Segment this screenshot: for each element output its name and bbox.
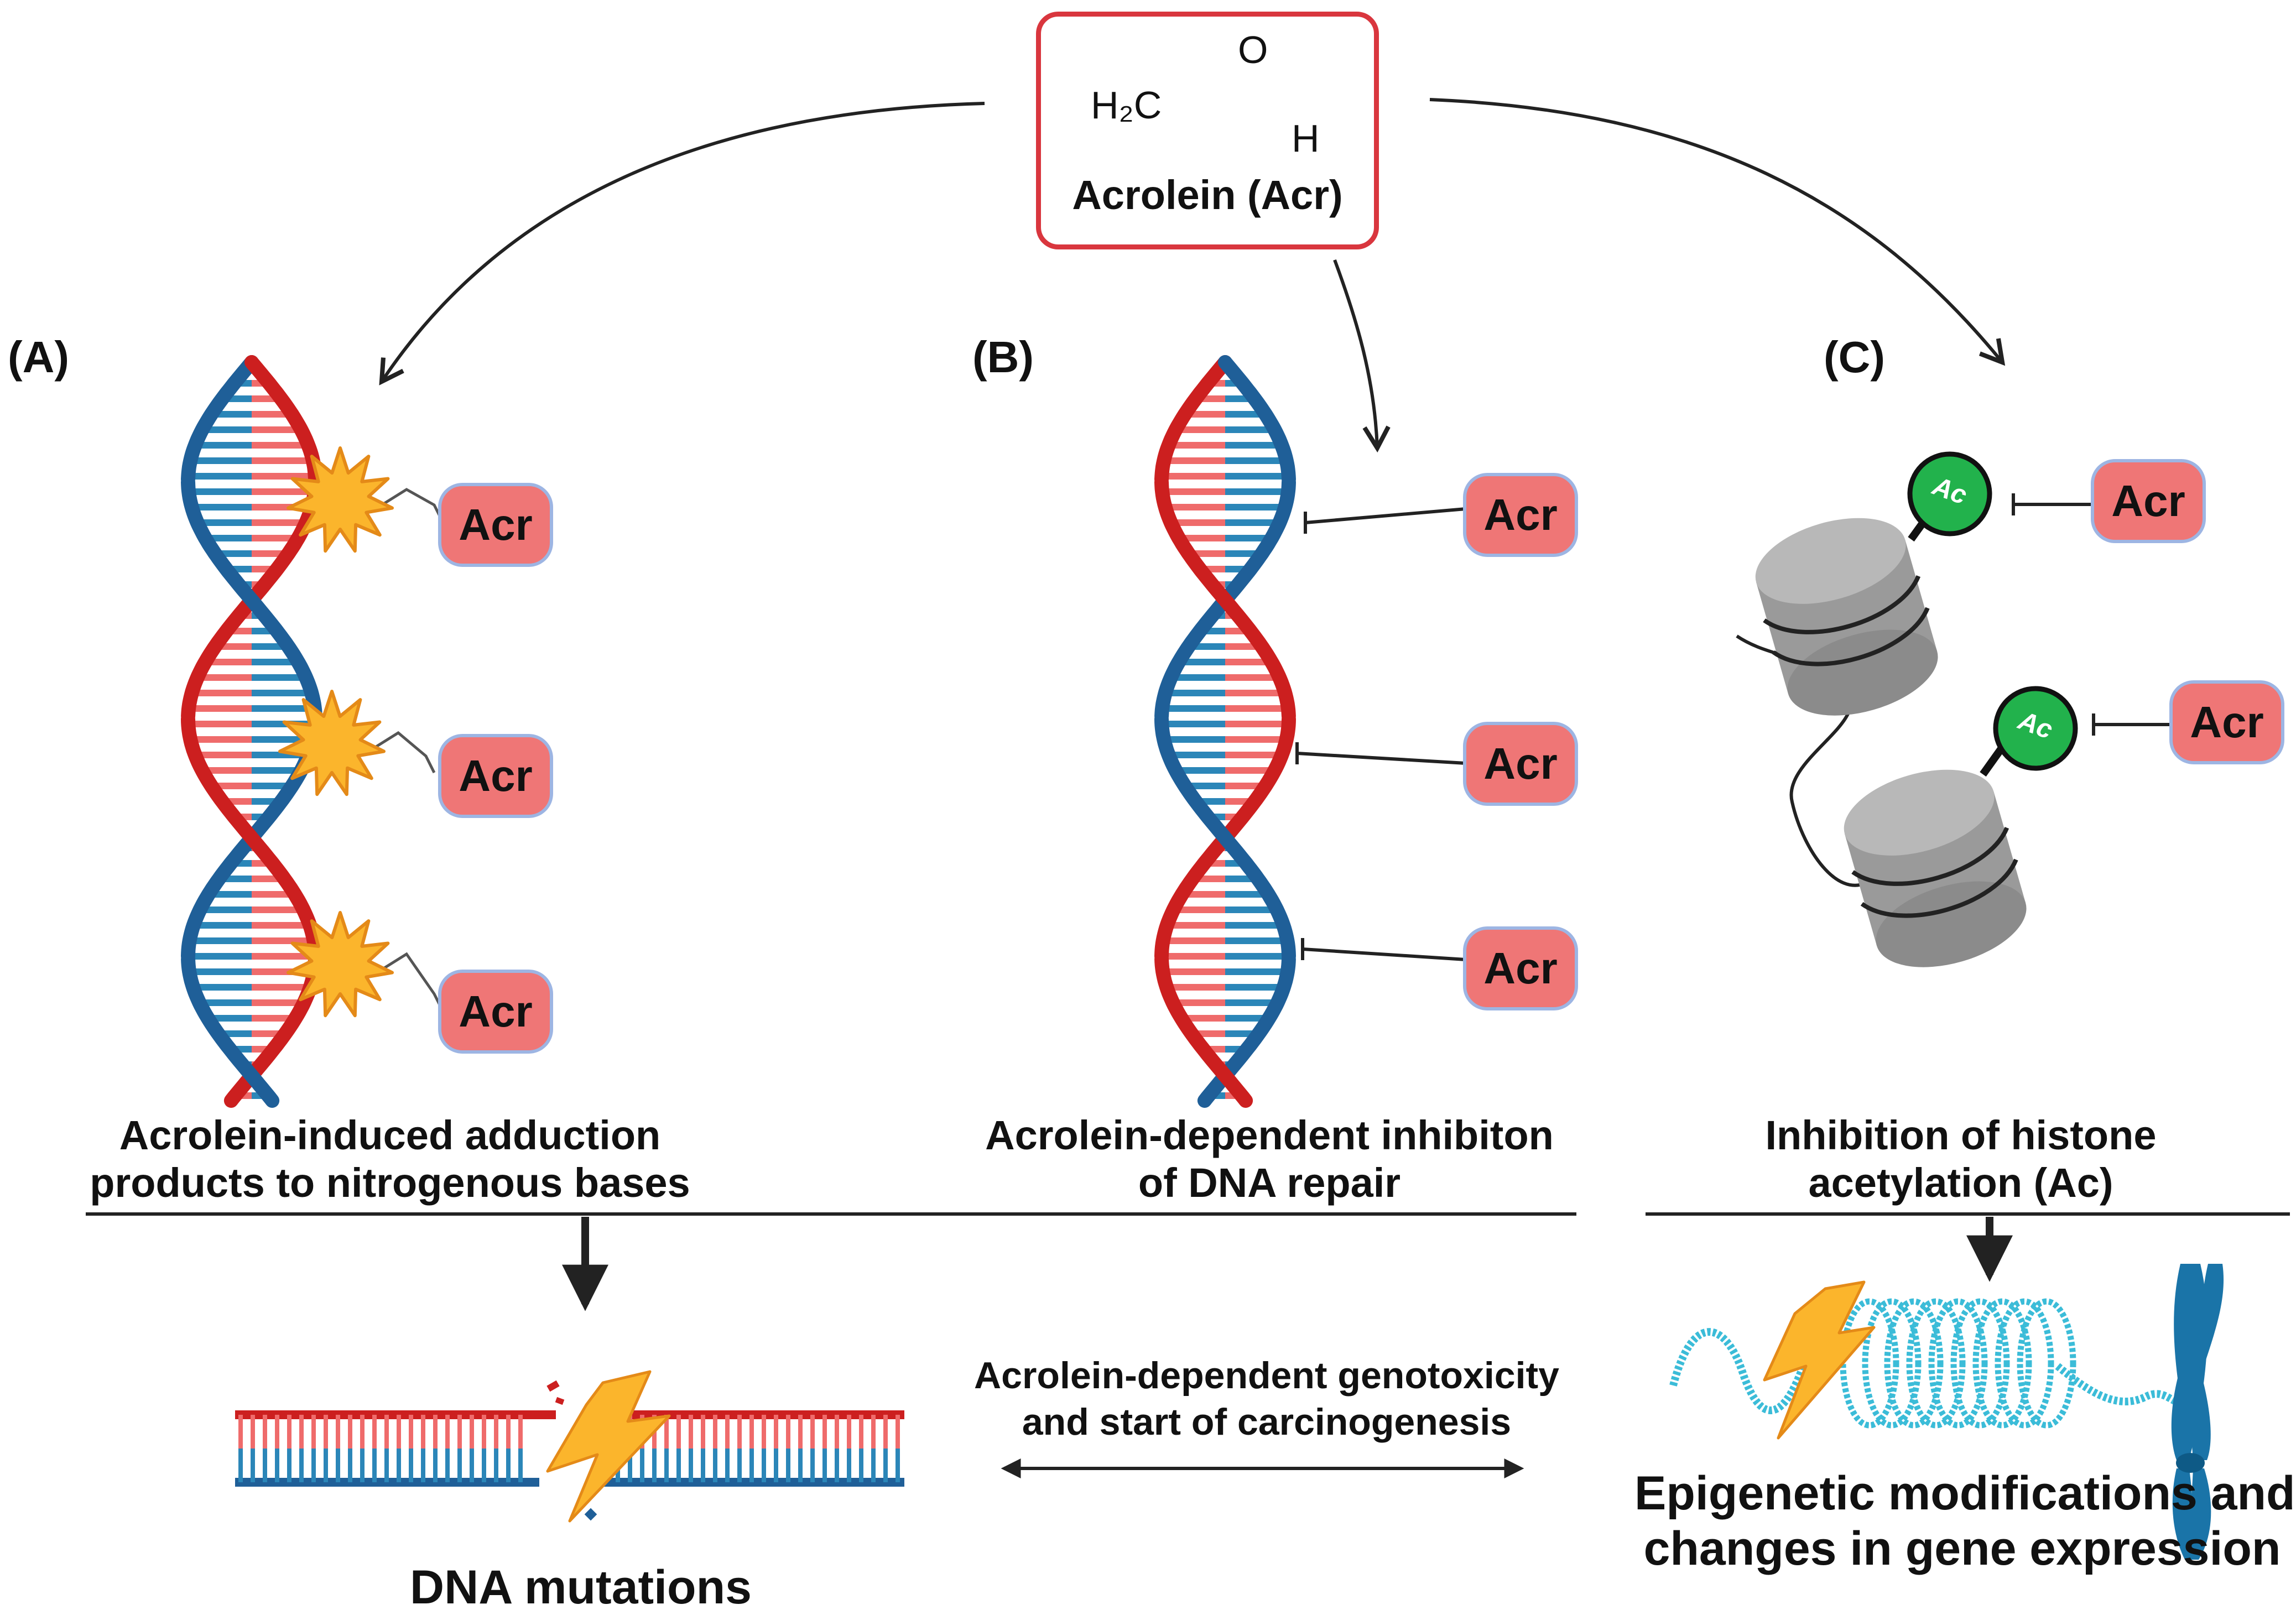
nucleosome-2 bbox=[1844, 769, 2027, 967]
panel-a-label: (A) bbox=[8, 332, 70, 382]
chromatin-loop bbox=[2017, 1298, 2076, 1429]
lightning-bolt-mutation bbox=[546, 1370, 671, 1523]
acrolein-h2c: H₂C bbox=[1091, 84, 1162, 127]
acr-pill-a3: Acr bbox=[438, 970, 553, 1054]
base-pairs bbox=[188, 380, 315, 1099]
nucleosome-1 bbox=[1755, 518, 1938, 716]
nucleosomes bbox=[1736, 451, 2078, 967]
strand-blue bbox=[181, 475, 322, 723]
epigenetic-line2: changes in gene expression bbox=[1643, 1522, 2281, 1575]
acr-pill-b1: Acr bbox=[1463, 473, 1578, 557]
caption-b-line2: of DNA repair bbox=[1138, 1160, 1401, 1206]
acr-pill-c2: Acr bbox=[2169, 680, 2284, 764]
chromatin-coil bbox=[1669, 1298, 2180, 1429]
epigenetic-caption: Epigenetic modifications and changes in … bbox=[1634, 1466, 2295, 1576]
acr-pill-b2: Acr bbox=[1463, 722, 1578, 806]
caption-b-line1: Acrolein-dependent inhibiton bbox=[985, 1112, 1554, 1158]
acrolein-oxygen: O bbox=[1238, 28, 1268, 71]
chromatin-loop bbox=[1840, 1298, 1899, 1429]
caption-c-line2: acetylation (Ac) bbox=[1808, 1160, 2113, 1206]
strand-blue bbox=[181, 355, 259, 487]
caption-a: Acrolein-induced adduction products to n… bbox=[77, 1112, 702, 1207]
strand-red bbox=[181, 712, 322, 963]
chromatin-loop bbox=[1928, 1298, 1988, 1429]
break-fragment-red bbox=[546, 1380, 560, 1392]
strand-red bbox=[1154, 952, 1253, 1108]
strand-blue bbox=[1154, 712, 1296, 963]
genotoxicity-caption: Acrolein-dependent genotoxicity and star… bbox=[951, 1352, 1582, 1445]
chromatin-loop bbox=[1884, 1298, 1944, 1429]
adduct-bursts bbox=[278, 446, 444, 1018]
genotoxicity-line1: Acrolein-dependent genotoxicity bbox=[974, 1354, 1559, 1397]
epigenetic-line1: Epigenetic modifications and bbox=[1634, 1467, 2295, 1520]
ac-ball-2 bbox=[1993, 686, 2078, 771]
linear-strand-top-right bbox=[608, 1410, 904, 1419]
acrolein-hydrogen: H bbox=[1292, 117, 1320, 160]
chromosome bbox=[2171, 1264, 2224, 1560]
break-fragment-red bbox=[555, 1397, 565, 1405]
break-fragment-blue bbox=[584, 1508, 597, 1521]
dna-mutations-label: DNA mutations bbox=[410, 1561, 752, 1614]
chromatin-loop bbox=[1972, 1298, 2032, 1429]
caption-b: Acrolein-dependent inhibiton of DNA repa… bbox=[965, 1112, 1574, 1207]
genotoxicity-line2: and start of carcinogenesis bbox=[1022, 1401, 1512, 1443]
inhibition-lines-c bbox=[2012, 493, 2171, 736]
adduct-tether bbox=[375, 731, 436, 774]
acrolein-box bbox=[1036, 12, 1379, 249]
adduct-tether bbox=[383, 952, 444, 1012]
acr-pill-a2: Acr bbox=[438, 734, 553, 818]
chromatin-fiber-left bbox=[1669, 1328, 1807, 1414]
strand-blue bbox=[1218, 355, 1296, 487]
dna-helix-b bbox=[1154, 355, 1296, 1108]
strand-red bbox=[223, 952, 322, 1108]
arrow-to-panel-c bbox=[1429, 98, 2006, 366]
caption-c-line1: Inhibition of histone bbox=[1765, 1112, 2157, 1158]
caption-a-line1: Acrolein-induced adduction bbox=[119, 1112, 661, 1158]
acr-pill-a1: Acr bbox=[438, 483, 553, 567]
chromatin-loop bbox=[1862, 1298, 1922, 1429]
acrolein-name: Acrolein (Acr) bbox=[1072, 172, 1343, 218]
caption-a-line2: products to nitrogenous bases bbox=[90, 1160, 690, 1206]
acr-pill-b3: Acr bbox=[1463, 926, 1578, 1010]
chromatin-loop bbox=[1906, 1298, 1966, 1429]
adduct-burst bbox=[278, 690, 386, 796]
adduct-tether bbox=[383, 488, 444, 523]
strand-red bbox=[1154, 475, 1296, 723]
lightning-bolt-epigenetic bbox=[1763, 1280, 1876, 1440]
panel-c-label: (C) bbox=[1824, 332, 1886, 382]
ac-ball-1 bbox=[1907, 451, 1992, 536]
arrow-to-panel-b bbox=[1333, 259, 1391, 453]
chromatin-fiber-right bbox=[2055, 1363, 2180, 1406]
chromatin-loop bbox=[1950, 1298, 2010, 1429]
acr-pill-c1: Acr bbox=[2091, 459, 2206, 543]
strand-blue bbox=[181, 952, 280, 1108]
inhibition-lines-b bbox=[1295, 507, 1466, 961]
strand-red bbox=[1154, 355, 1232, 487]
adduct-burst bbox=[287, 446, 394, 553]
caption-c: Inhibition of histone acetylation (Ac) bbox=[1706, 1112, 2215, 1207]
arrow-to-panel-a bbox=[379, 102, 985, 385]
strand-blue bbox=[1197, 952, 1296, 1108]
adduct-burst bbox=[287, 911, 394, 1018]
chromatin-loop bbox=[1995, 1298, 2054, 1429]
linear-dna-mutation bbox=[235, 1380, 904, 1521]
base-pairs bbox=[1162, 380, 1289, 1099]
panel-b-label: (B) bbox=[972, 332, 1034, 382]
